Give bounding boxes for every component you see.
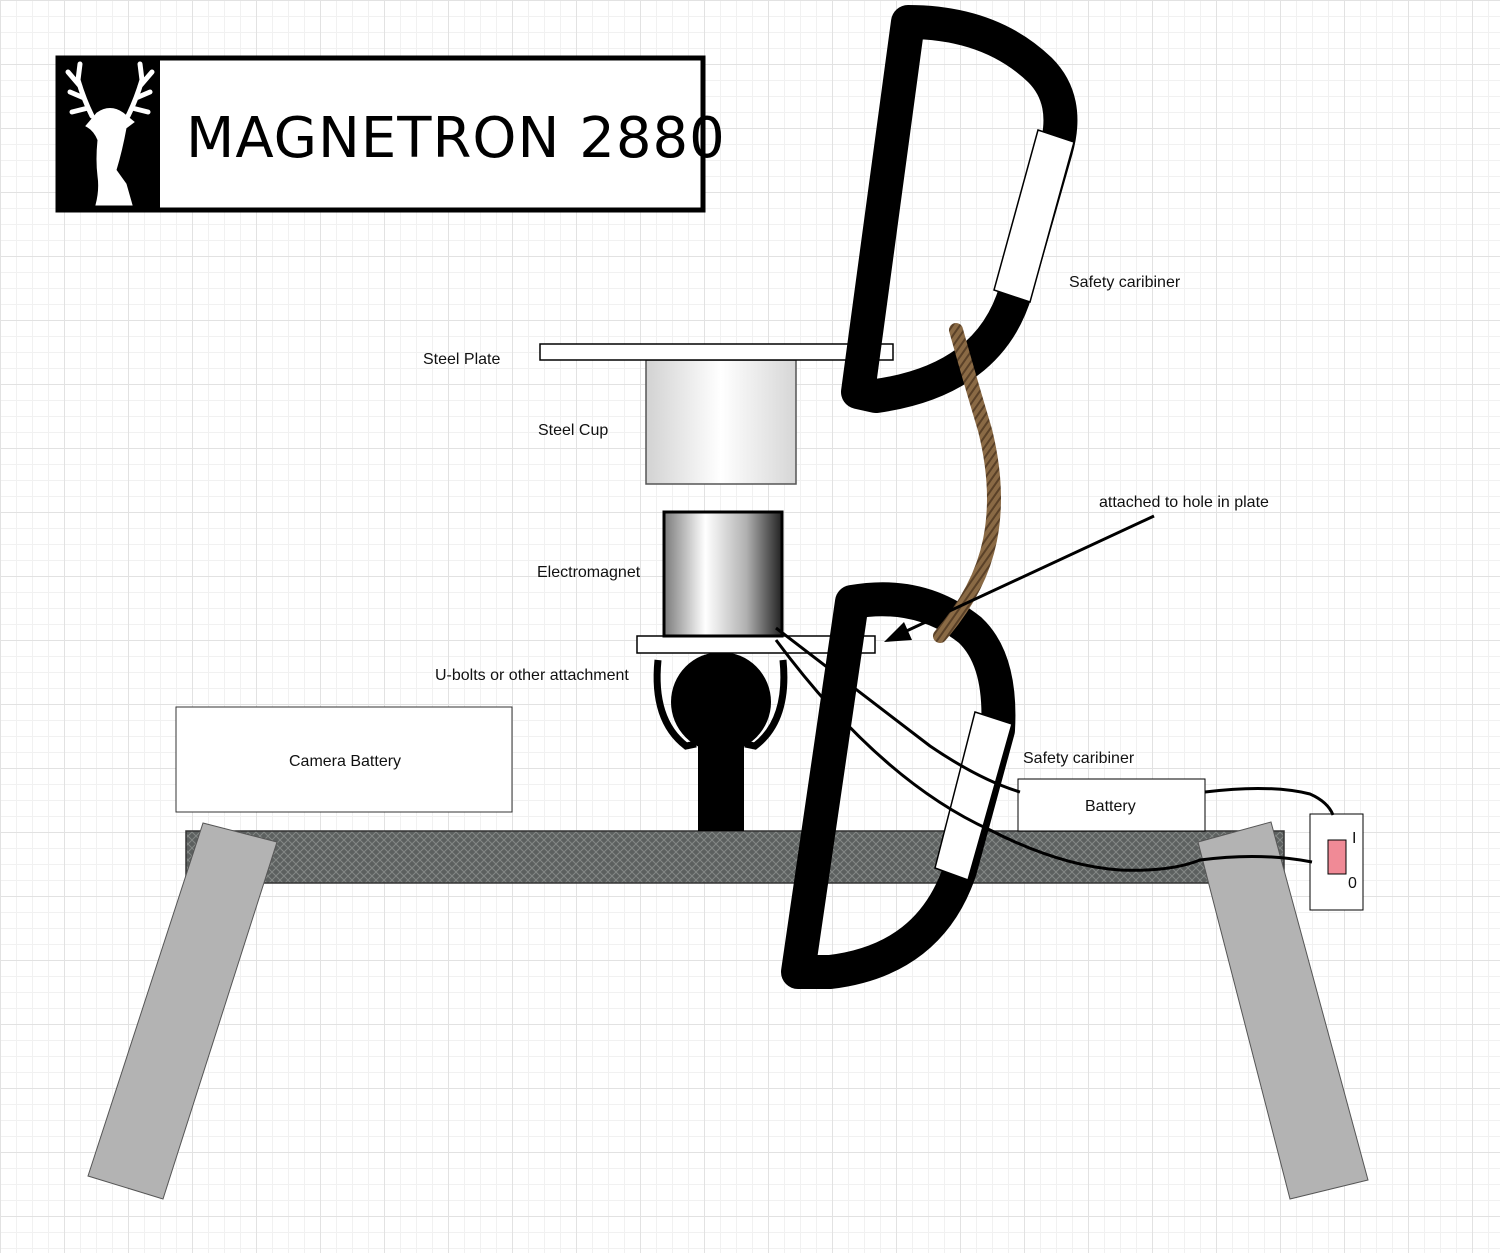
u-bolt-mount <box>653 652 788 831</box>
table <box>87 821 1369 1200</box>
u-bolt-left <box>653 659 697 750</box>
battery-box <box>1017 778 1206 832</box>
wire-battery-to-switch <box>1204 786 1335 816</box>
caribiner-top-gate <box>993 129 1075 303</box>
mount-ball <box>671 652 771 752</box>
label-steel-cup: Steel Cup <box>538 422 608 439</box>
steel-plate <box>539 343 894 361</box>
label-switch-off: 0 <box>1348 875 1357 892</box>
caribiner-top <box>841 5 1078 413</box>
label-attached-note: attached to hole in plate <box>1099 494 1269 511</box>
right-leg <box>1197 821 1369 1200</box>
wire-magnet-to-switch <box>774 639 1313 872</box>
title-block: MAGNETRON 2880 <box>55 55 726 213</box>
label-electromagnet: Electromagnet <box>537 564 641 581</box>
wires <box>774 626 1335 872</box>
title-text: MAGNETRON 2880 <box>186 106 726 171</box>
label-camera-battery: Camera Battery <box>289 753 401 770</box>
wire-magnet-to-battery <box>775 626 1021 794</box>
caribiner-bottom <box>781 582 1016 989</box>
switch-rocker <box>1327 839 1347 875</box>
label-u-bolts: U-bolts or other attachment <box>435 667 629 684</box>
label-steel-plate: Steel Plate <box>423 351 500 368</box>
label-switch-on: I <box>1352 830 1356 847</box>
steel-cup <box>645 359 797 485</box>
title-frame <box>55 55 706 213</box>
label-battery: Battery <box>1085 798 1136 815</box>
camera-battery-box <box>175 706 513 813</box>
electromagnet <box>662 510 784 638</box>
annotation-arrow <box>884 514 1155 642</box>
left-leg <box>87 822 278 1200</box>
caribiner-bottom-gate <box>934 711 1013 881</box>
label-safety-caribiner-top: Safety caribiner <box>1069 274 1181 291</box>
deer-head-icon <box>65 61 155 206</box>
rope <box>933 323 1001 643</box>
label-safety-caribiner-bottom: Safety caribiner <box>1023 750 1135 767</box>
u-bolt-right <box>744 659 788 750</box>
table-beam <box>185 830 1285 884</box>
